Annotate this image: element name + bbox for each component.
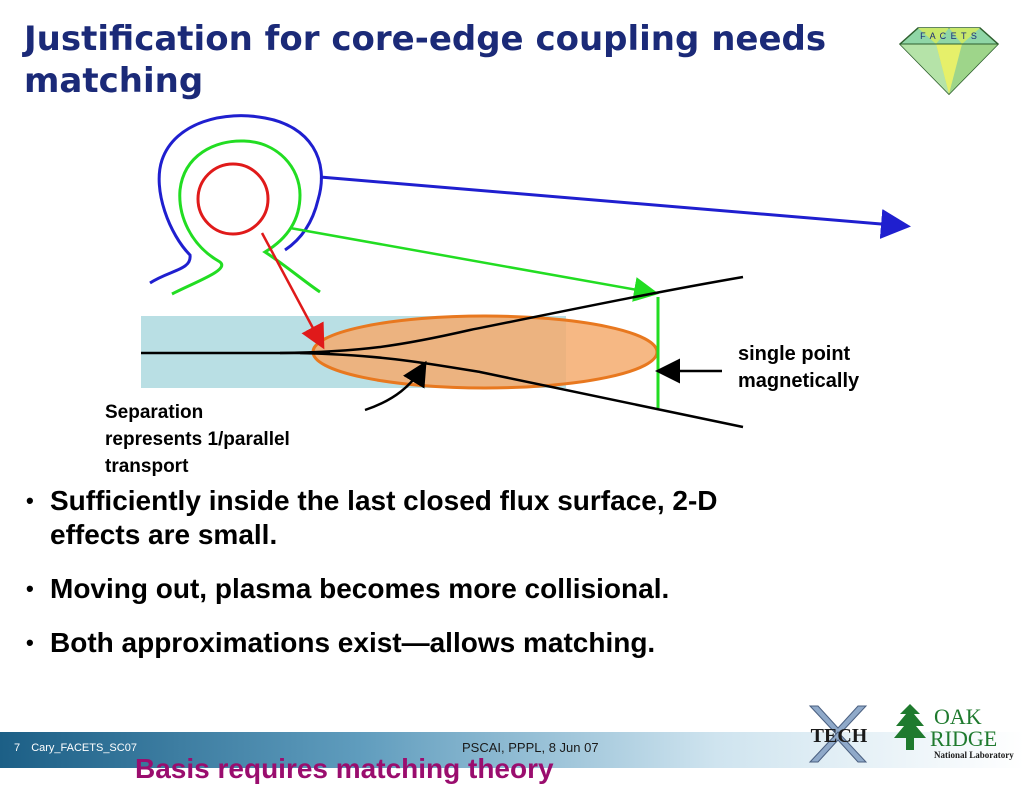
upper-field-line <box>279 275 744 355</box>
bullet-list: • Sufficiently inside the last closed fl… <box>26 484 726 680</box>
footer-left: 7 Cary_FACETS_SC07 <box>14 742 145 754</box>
coupling-region-ellipse <box>311 314 659 390</box>
edge-region-band <box>141 316 566 388</box>
single-point-label-line-1: single point <box>738 343 851 365</box>
ornl-logo-ridge: RIDGE <box>930 726 997 751</box>
ornl-logo: OAK RIDGE National Laboratory <box>894 704 1014 760</box>
bullet-text: Both approximations exist—allows matchin… <box>50 627 656 658</box>
separation-label: Separation represents 1/parallel transpo… <box>105 399 290 480</box>
bullet-item: • Moving out, plasma becomes more collis… <box>26 572 726 606</box>
green-mapping-arrow <box>289 226 659 302</box>
bullet-item: • Both approximations exist—allows match… <box>26 626 726 660</box>
separation-label-line-1: Separation <box>105 402 204 423</box>
footer-center-text: PSCAI, PPPL, 8 Jun 07 <box>462 740 599 755</box>
blue-mapping-arrow <box>319 175 911 239</box>
single-point-label-line-2: magnetically <box>738 370 860 392</box>
separation-label-line-2: represents 1/parallel <box>105 429 290 450</box>
bullet-dot-icon: • <box>26 630 34 655</box>
facets-logo-text: F A C E T S <box>920 31 978 41</box>
ornl-logo-subtitle: National Laboratory <box>934 750 1014 760</box>
bullet-item: • Sufficiently inside the last closed fl… <box>26 484 726 552</box>
separation-arrow <box>364 360 427 412</box>
footer-file-name: Cary_FACETS_SC07 <box>31 742 137 754</box>
single-point-label: single point magnetically <box>738 341 859 395</box>
bullet-dot-icon: • <box>26 576 34 601</box>
ornl-logo-oak: OAK <box>934 704 982 729</box>
techx-logo-icon: TECH <box>808 705 868 763</box>
oak-tree-icon <box>894 704 926 750</box>
bullet-dot-icon: • <box>26 488 34 513</box>
overflow-bullet-text: Basis requires matching theory <box>135 753 554 784</box>
facets-logo: F A C E T S <box>898 27 1000 96</box>
separation-label-line-3: transport <box>105 456 189 477</box>
blue-flux-surface <box>149 114 323 285</box>
red-mapping-arrow <box>260 232 325 350</box>
lower-field-line <box>299 351 744 429</box>
bullet-text: Moving out, plasma becomes more collisio… <box>50 573 670 604</box>
bullet-text: Sufficiently inside the last closed flux… <box>50 485 718 550</box>
slide-title: Justification for core-edge coupling nee… <box>24 19 827 101</box>
slide-number: 7 <box>14 742 21 754</box>
green-separatrix <box>171 139 321 296</box>
red-core-surface <box>196 162 270 236</box>
techx-logo-text: TECH <box>811 725 868 747</box>
